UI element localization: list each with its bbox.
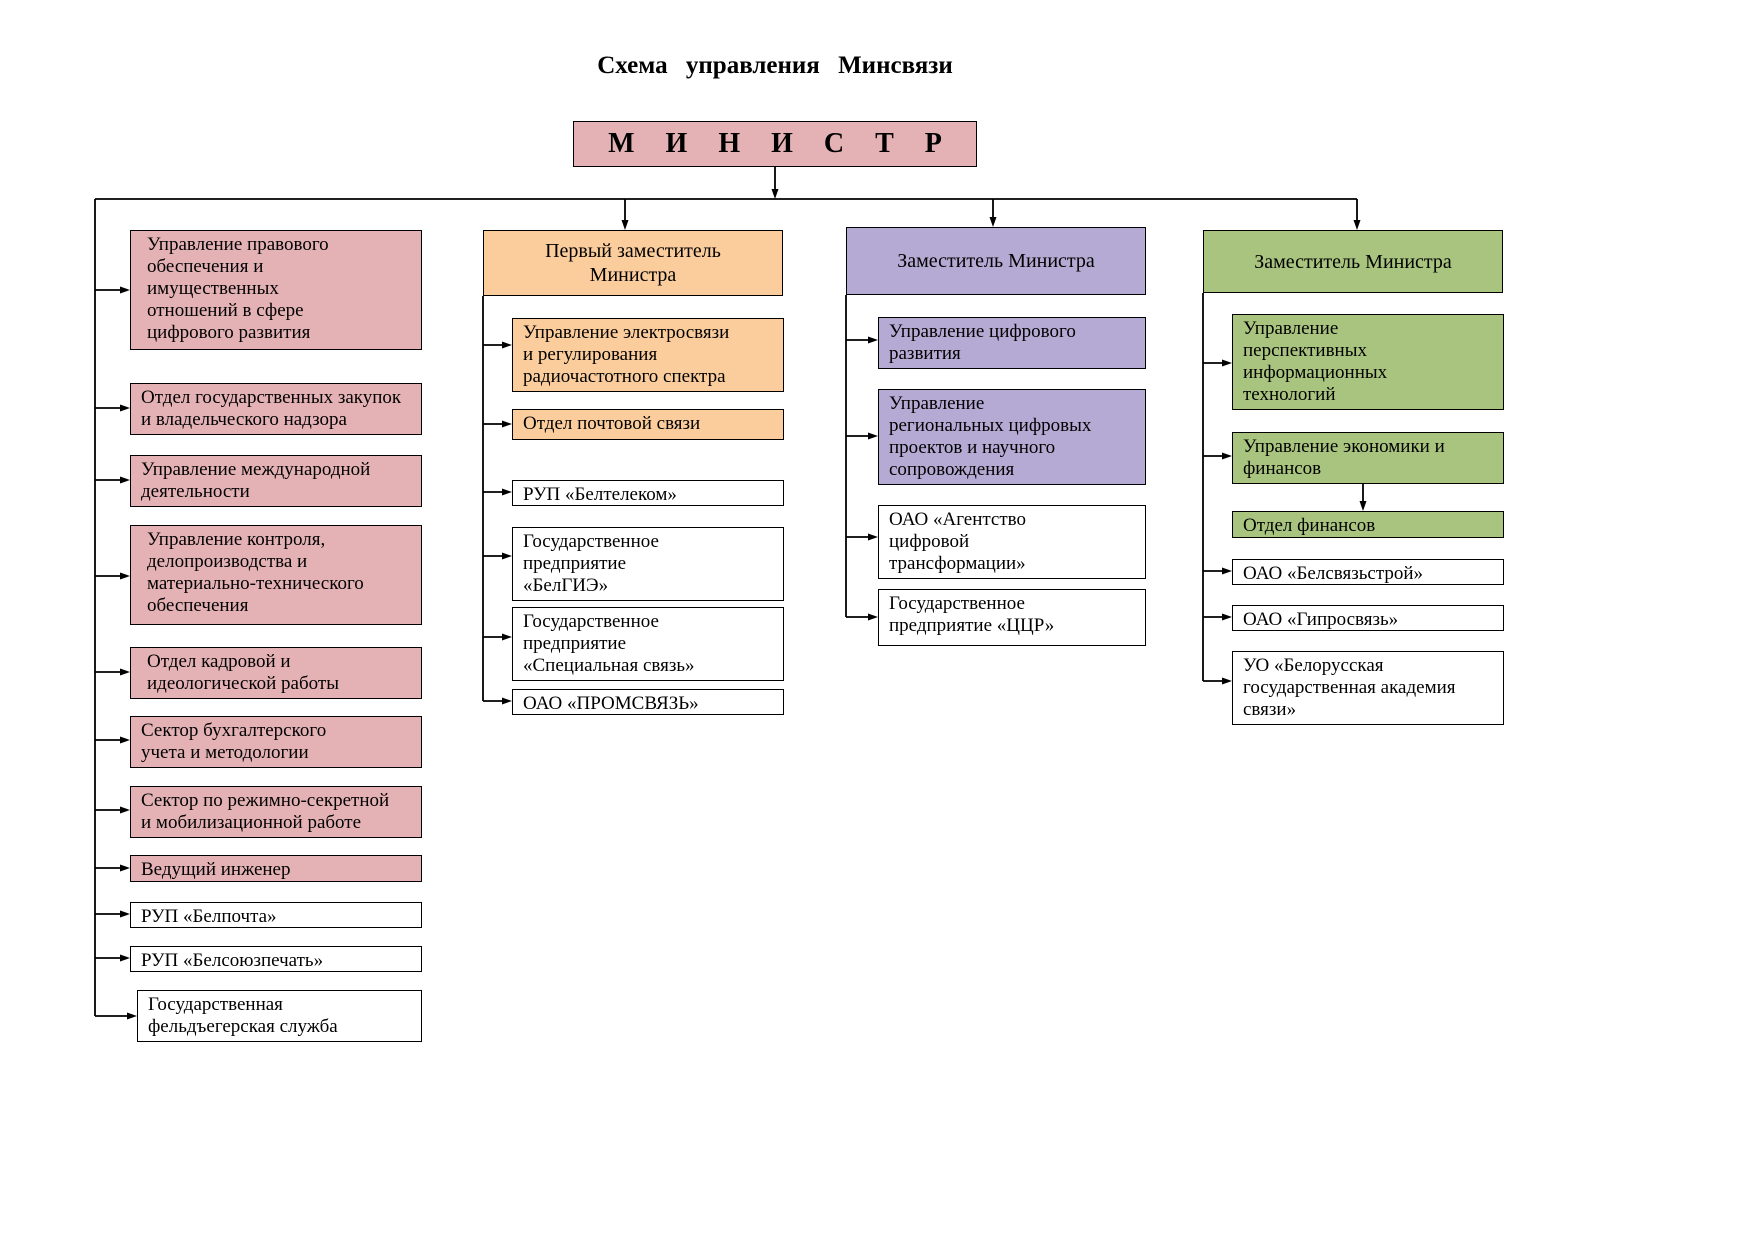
header-deputy-minister-digital: Заместитель Министра [846,227,1146,295]
box-rup-belsoyuzpechat: РУП «Белсоюзпечать» [130,946,422,972]
box-economics-finance-dept: Управление экономики и финансов [1232,432,1504,484]
header-deputy-minister-economics: Заместитель Министра [1203,230,1503,293]
box-secret-mobilization-sector: Сектор по режимно-секретной и мобилизаци… [130,786,422,838]
box-international-activities: Управление международной деятельности [130,455,422,507]
box-promsvyaz: ОАО «ПРОМСВЯЗЬ» [512,689,784,715]
box-perspective-it-dept: Управление перспективных информационных … [1232,314,1504,410]
box-state-courier-service: Государственная фельдъегерская служба [137,990,422,1042]
box-state-procurement-dept: Отдел государственных закупок и владельч… [130,383,422,435]
box-rup-belpochta: РУП «Белпочта» [130,902,422,928]
box-regional-digital-projects: Управление региональных цифровых проекто… [878,389,1146,485]
box-postal-dept: Отдел почтовой связи [512,409,784,440]
box-ccr-enterprise: Государственное предприятие «ЦЦР» [878,589,1146,646]
box-belgie-enterprise: Государственное предприятие «БелГИЭ» [512,527,784,601]
header-first-deputy-minister: Первый заместитель Министра [483,230,783,296]
box-special-comm-enterprise: Государственное предприятие «Специальная… [512,607,784,681]
box-giprosvyaz: ОАО «Гипросвязь» [1232,605,1504,631]
box-digital-transformation-agency: ОАО «Агентство цифровой трансформации» [878,505,1146,579]
box-lead-engineer: Ведущий инженер [130,855,422,882]
box-hr-ideology-dept: Отдел кадровой и идеологической работы [130,647,422,699]
box-accounting-sector: Сектор бухгалтерского учета и методологи… [130,716,422,768]
box-control-recordkeeping: Управление контроля, делопроизводства и … [130,525,422,625]
box-legal-property-dept: Управление правового обеспечения и имуще… [130,230,422,350]
box-digital-development-dept: Управление цифрового развития [878,317,1146,369]
chart-title: Схема управления Минсвязи [597,52,953,79]
box-belsvyazstroy: ОАО «Белсвязьстрой» [1232,559,1504,585]
box-belarusian-comm-academy: УО «Белорусская государственная академия… [1232,651,1504,725]
minister-box: М И Н И С Т Р [573,121,977,167]
box-rup-beltelecom: РУП «Белтелеком» [512,480,784,506]
box-finance-division: Отдел финансов [1232,511,1504,538]
box-telecom-radiofreq-dept: Управление электросвязи и регулирования … [512,318,784,392]
